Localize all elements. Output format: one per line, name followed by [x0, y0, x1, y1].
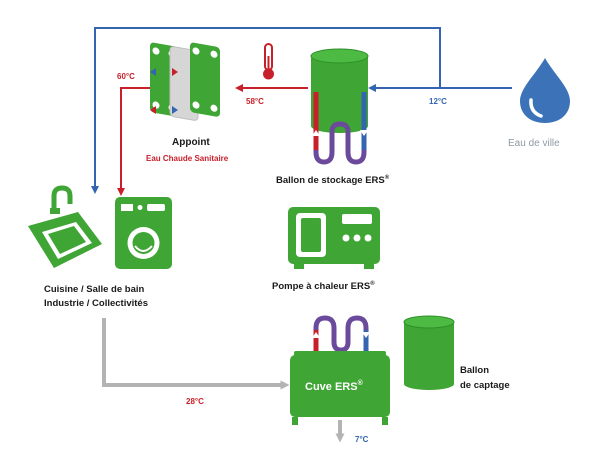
capture-tank-icon	[403, 315, 455, 390]
waste-water-pipe	[102, 318, 290, 390]
pompe-chaleur-label: Pompe à chaleur ERS®	[272, 280, 375, 292]
pompe-chaleur-text: Pompe à chaleur ERS	[272, 281, 370, 292]
temp-7-label: 7°C	[355, 435, 369, 444]
temp-58-label: 58°C	[246, 97, 264, 106]
cuve-registered: ®	[358, 379, 364, 387]
ballon-captage-label-line2: de captage	[460, 380, 510, 391]
temp-60-label: 60°C	[117, 72, 135, 81]
cuisine-label-line2: Industrie / Collectivités	[44, 298, 148, 309]
hot-water-pipe-to-consumers	[117, 87, 151, 196]
thermometer-icon	[263, 43, 274, 80]
eau-de-ville-label: Eau de ville	[508, 138, 560, 149]
ballon-stockage-text: Ballon de stockage ERS	[276, 175, 385, 186]
cuve-text: Cuve ERS	[305, 381, 358, 393]
ballon-captage-label-line1: Ballon	[460, 365, 489, 376]
temp-28-label: 28°C	[186, 397, 204, 406]
ballon-stockage-registered: ®	[385, 174, 390, 181]
cuisine-label-line1: Cuisine / Salle de bain	[44, 284, 145, 295]
sink-icon	[28, 185, 102, 268]
cuve-label: Cuve ERS®	[305, 379, 364, 393]
storage-tank-icon	[310, 48, 369, 165]
ballon-stockage-label: Ballon de stockage ERS®	[276, 174, 390, 186]
washing-machine-icon	[115, 197, 172, 269]
water-drop-icon	[520, 58, 570, 123]
appoint-label: Appoint	[172, 137, 210, 148]
eau-chaude-sanitaire-label: Eau Chaude Sanitaire	[146, 154, 229, 163]
cold-water-supply-pipe	[91, 27, 441, 194]
cuve-ers-icon	[290, 315, 390, 425]
temp-12-label: 12°C	[429, 97, 447, 106]
heat-pump-icon	[288, 207, 380, 269]
pompe-chaleur-registered: ®	[370, 280, 375, 287]
appoint-heat-exchanger-icon	[150, 42, 220, 121]
